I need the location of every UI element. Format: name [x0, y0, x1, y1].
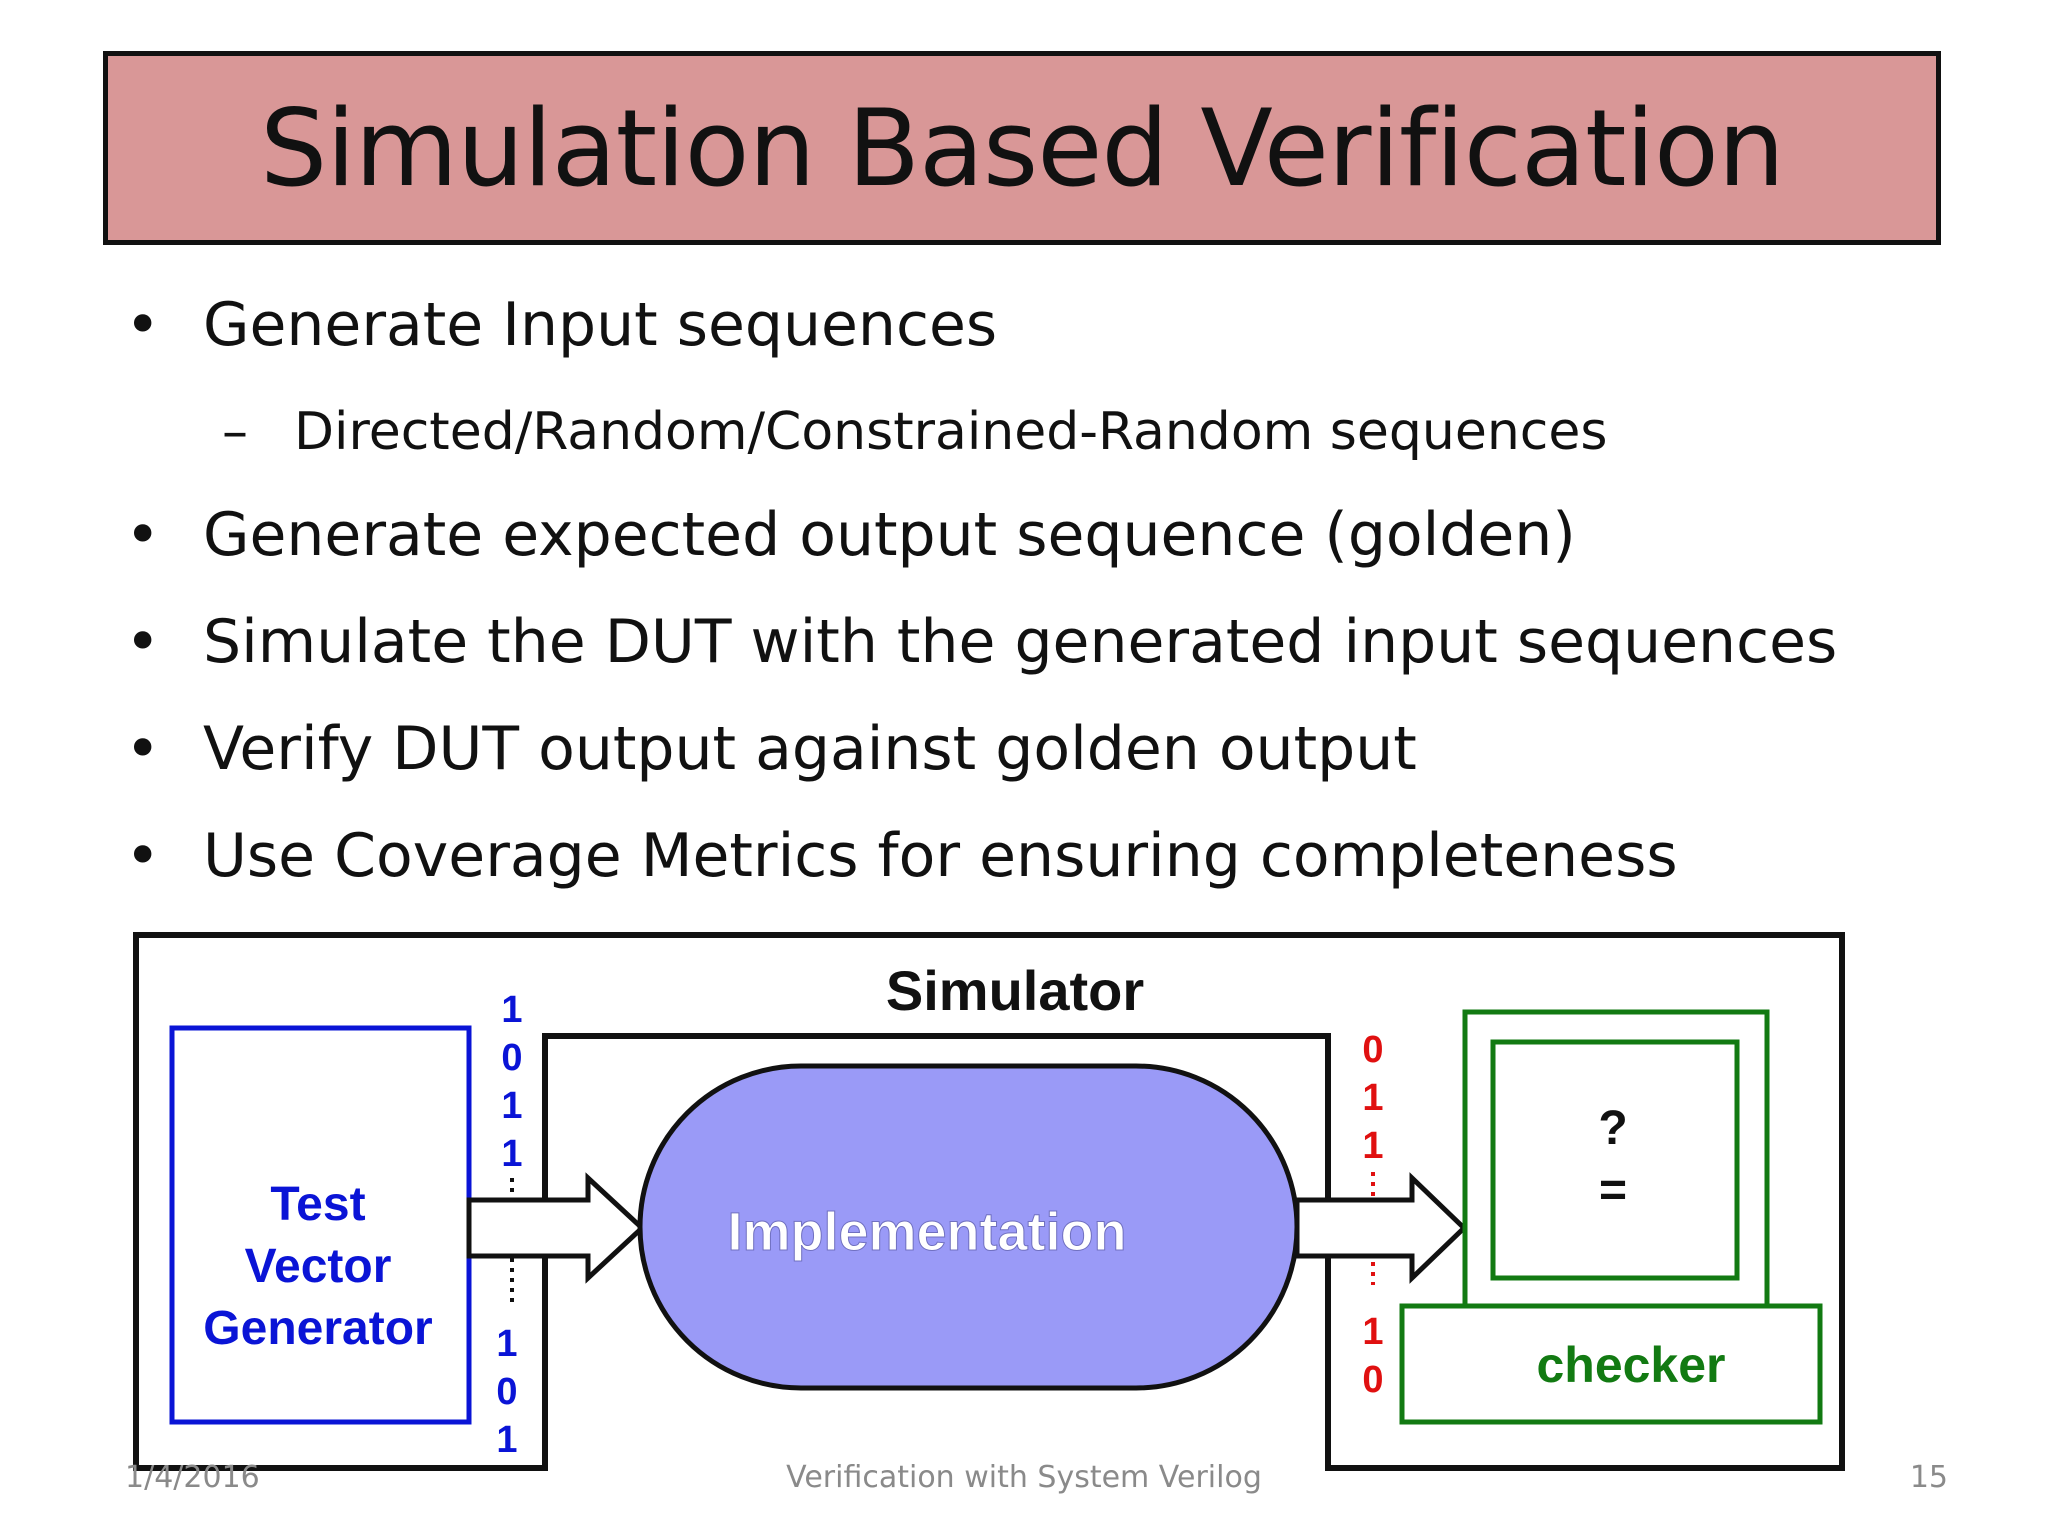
bullet-text: Verify DUT output against golden output — [203, 714, 1417, 784]
checker-label: checker — [1536, 1337, 1725, 1393]
compare-question-mark: ? — [1598, 1102, 1627, 1155]
bullet-item: • Generate Input sequences — [125, 290, 997, 360]
input-bit: 1 — [501, 1133, 522, 1175]
bullet-marker: • — [125, 290, 161, 360]
input-bit: 1 — [496, 1323, 517, 1365]
implementation-label: Implementation — [727, 1202, 1126, 1262]
bullet-item: • Use Coverage Metrics for ensuring compl… — [125, 821, 1678, 891]
simulator-outline — [133, 932, 1845, 1471]
input-arrow — [466, 1172, 646, 1284]
bullet-text: Generate Input sequences — [203, 290, 998, 360]
bullet-item: • Generate expected output sequence (gold… — [125, 500, 1576, 570]
output-bit: 0 — [1362, 1029, 1383, 1071]
output-bit: 1 — [1362, 1125, 1383, 1167]
checker-base — [1399, 1303, 1823, 1425]
generator-label-line1: Test — [270, 1178, 365, 1231]
output-arrow — [1294, 1172, 1468, 1284]
input-bit: 0 — [501, 1037, 522, 1079]
generator-label-line2: Vector — [245, 1240, 392, 1293]
footer-page-number: 15 — [1909, 1460, 1948, 1495]
checker-monitor-screen — [1490, 1039, 1740, 1281]
input-bit: 1 — [496, 1419, 517, 1461]
test-vector-generator-box — [169, 1025, 472, 1425]
input-bit: 1 — [501, 989, 522, 1031]
generator-label-line3: Generator — [203, 1302, 432, 1355]
bullet-marker: • — [125, 714, 161, 784]
bullet-item: • Simulate the DUT with the generated inp… — [125, 607, 1837, 677]
slide-title: Simulation Based Verification — [260, 86, 1785, 210]
bullet-marker: • — [125, 821, 161, 891]
slide-title-box: Simulation Based Verification — [103, 51, 1941, 245]
input-bit: 0 — [496, 1371, 517, 1413]
sub-bullet-item: –Directed/Random/Constrained-Random sequ… — [222, 402, 1607, 462]
footer-course: Verification with System Verilog — [786, 1460, 1262, 1495]
bullet-marker: • — [125, 500, 161, 570]
sub-bullet-marker: – — [222, 402, 248, 462]
input-bit: 1 — [501, 1085, 522, 1127]
sub-bullet-text: Directed/Random/Constrained-Random seque… — [294, 402, 1608, 462]
bullet-text: Simulate the DUT with the generated inpu… — [203, 607, 1838, 677]
output-bit: 1 — [1362, 1077, 1383, 1119]
output-bit: 1 — [1362, 1311, 1383, 1353]
output-bit: 0 — [1362, 1359, 1383, 1401]
bullet-item: • Verify DUT output against golden output — [125, 714, 1417, 784]
bullet-marker: • — [125, 607, 161, 677]
bullet-text: Generate expected output sequence (golde… — [203, 500, 1576, 570]
simulator-label: Simulator — [886, 959, 1144, 1022]
compare-equals-sign: = — [1599, 1164, 1627, 1217]
footer-date: 1/4/2016 — [125, 1460, 260, 1495]
bullet-text: Use Coverage Metrics for ensuring comple… — [203, 821, 1678, 891]
